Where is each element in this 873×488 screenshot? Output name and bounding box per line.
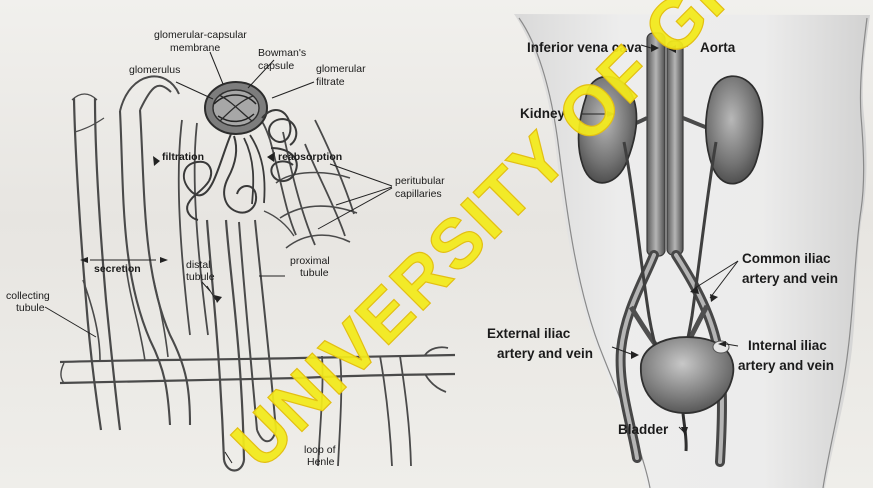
collecting-tubule-label: collecting tubule	[6, 290, 53, 314]
urinary-system-diagram: Inferior vena cava Aorta Kidney Common i…	[487, 14, 870, 488]
glomerular-capsular-membrane-label: glomerular-capsular membrane	[154, 29, 250, 54]
collecting-tubule-label-line2: tubule	[16, 302, 45, 314]
reabsorption-label: reabsorption	[278, 151, 342, 163]
bowmans-capsule-label-line1: Bowman's	[258, 47, 306, 59]
internal-iliac-label-line2: artery and vein	[738, 358, 834, 373]
proximal-tubule-label-line2: tubule	[300, 267, 329, 279]
peritubular-capillaries-label-line1: peritubular	[395, 175, 445, 187]
distal-tubule-label: distal tubule	[186, 259, 215, 283]
peritubular-capillaries-label: peritubular capillaries	[395, 175, 448, 200]
glomerular-capsular-membrane-label-line1: glomerular-capsular	[154, 29, 247, 41]
glomerular-filtrate-label: glomerular filtrate	[316, 63, 369, 88]
bladder-label: Bladder	[618, 422, 669, 437]
distal-tubule-label-line1: distal	[186, 259, 211, 271]
loop-of-henle-label: loop of Henle	[304, 444, 338, 468]
nephron-diagram: glomerular-capsular membrane Bowman's ca…	[6, 29, 455, 471]
distal-tubule-label-line2: tubule	[186, 271, 215, 283]
loop-of-henle-label-line2: Henle	[307, 456, 335, 468]
external-iliac-label: External iliac artery and vein	[487, 326, 593, 361]
inferior-vena-cava-label: Inferior vena cava	[527, 40, 642, 55]
external-iliac-label-line2: artery and vein	[497, 346, 593, 361]
filtration-label: filtration	[162, 151, 204, 163]
peritubular-capillaries-label-line2: capillaries	[395, 188, 442, 200]
internal-iliac-label-line1: Internal iliac	[748, 338, 827, 353]
glomerular-filtrate-label-line2: filtrate	[316, 76, 345, 88]
kidney-label: Kidney	[520, 106, 566, 121]
nephron-arrows	[80, 152, 275, 303]
glomerular-capsular-membrane-label-line2: membrane	[170, 42, 220, 54]
right-kidney	[706, 76, 763, 184]
proximal-tubule-label-line1: proximal	[290, 255, 330, 267]
secretion-label: secretion	[94, 263, 141, 275]
common-iliac-label-line1: Common iliac	[742, 251, 831, 266]
common-iliac-label-line2: artery and vein	[742, 271, 838, 286]
bowmans-capsule-label-line2: capsule	[258, 60, 294, 72]
collecting-tubule-label-line1: collecting	[6, 290, 50, 302]
loop-of-henle-label-line1: loop of	[304, 444, 336, 456]
aorta-label: Aorta	[700, 40, 736, 55]
glomerular-filtrate-label-line1: glomerular	[316, 63, 366, 75]
glomerulus-shape	[205, 82, 267, 134]
external-iliac-label-line1: External iliac	[487, 326, 571, 341]
proximal-tubule-label: proximal tubule	[290, 255, 333, 279]
glomerulus-label: glomerulus	[129, 64, 180, 76]
bowmans-capsule-label: Bowman's capsule	[258, 47, 309, 72]
